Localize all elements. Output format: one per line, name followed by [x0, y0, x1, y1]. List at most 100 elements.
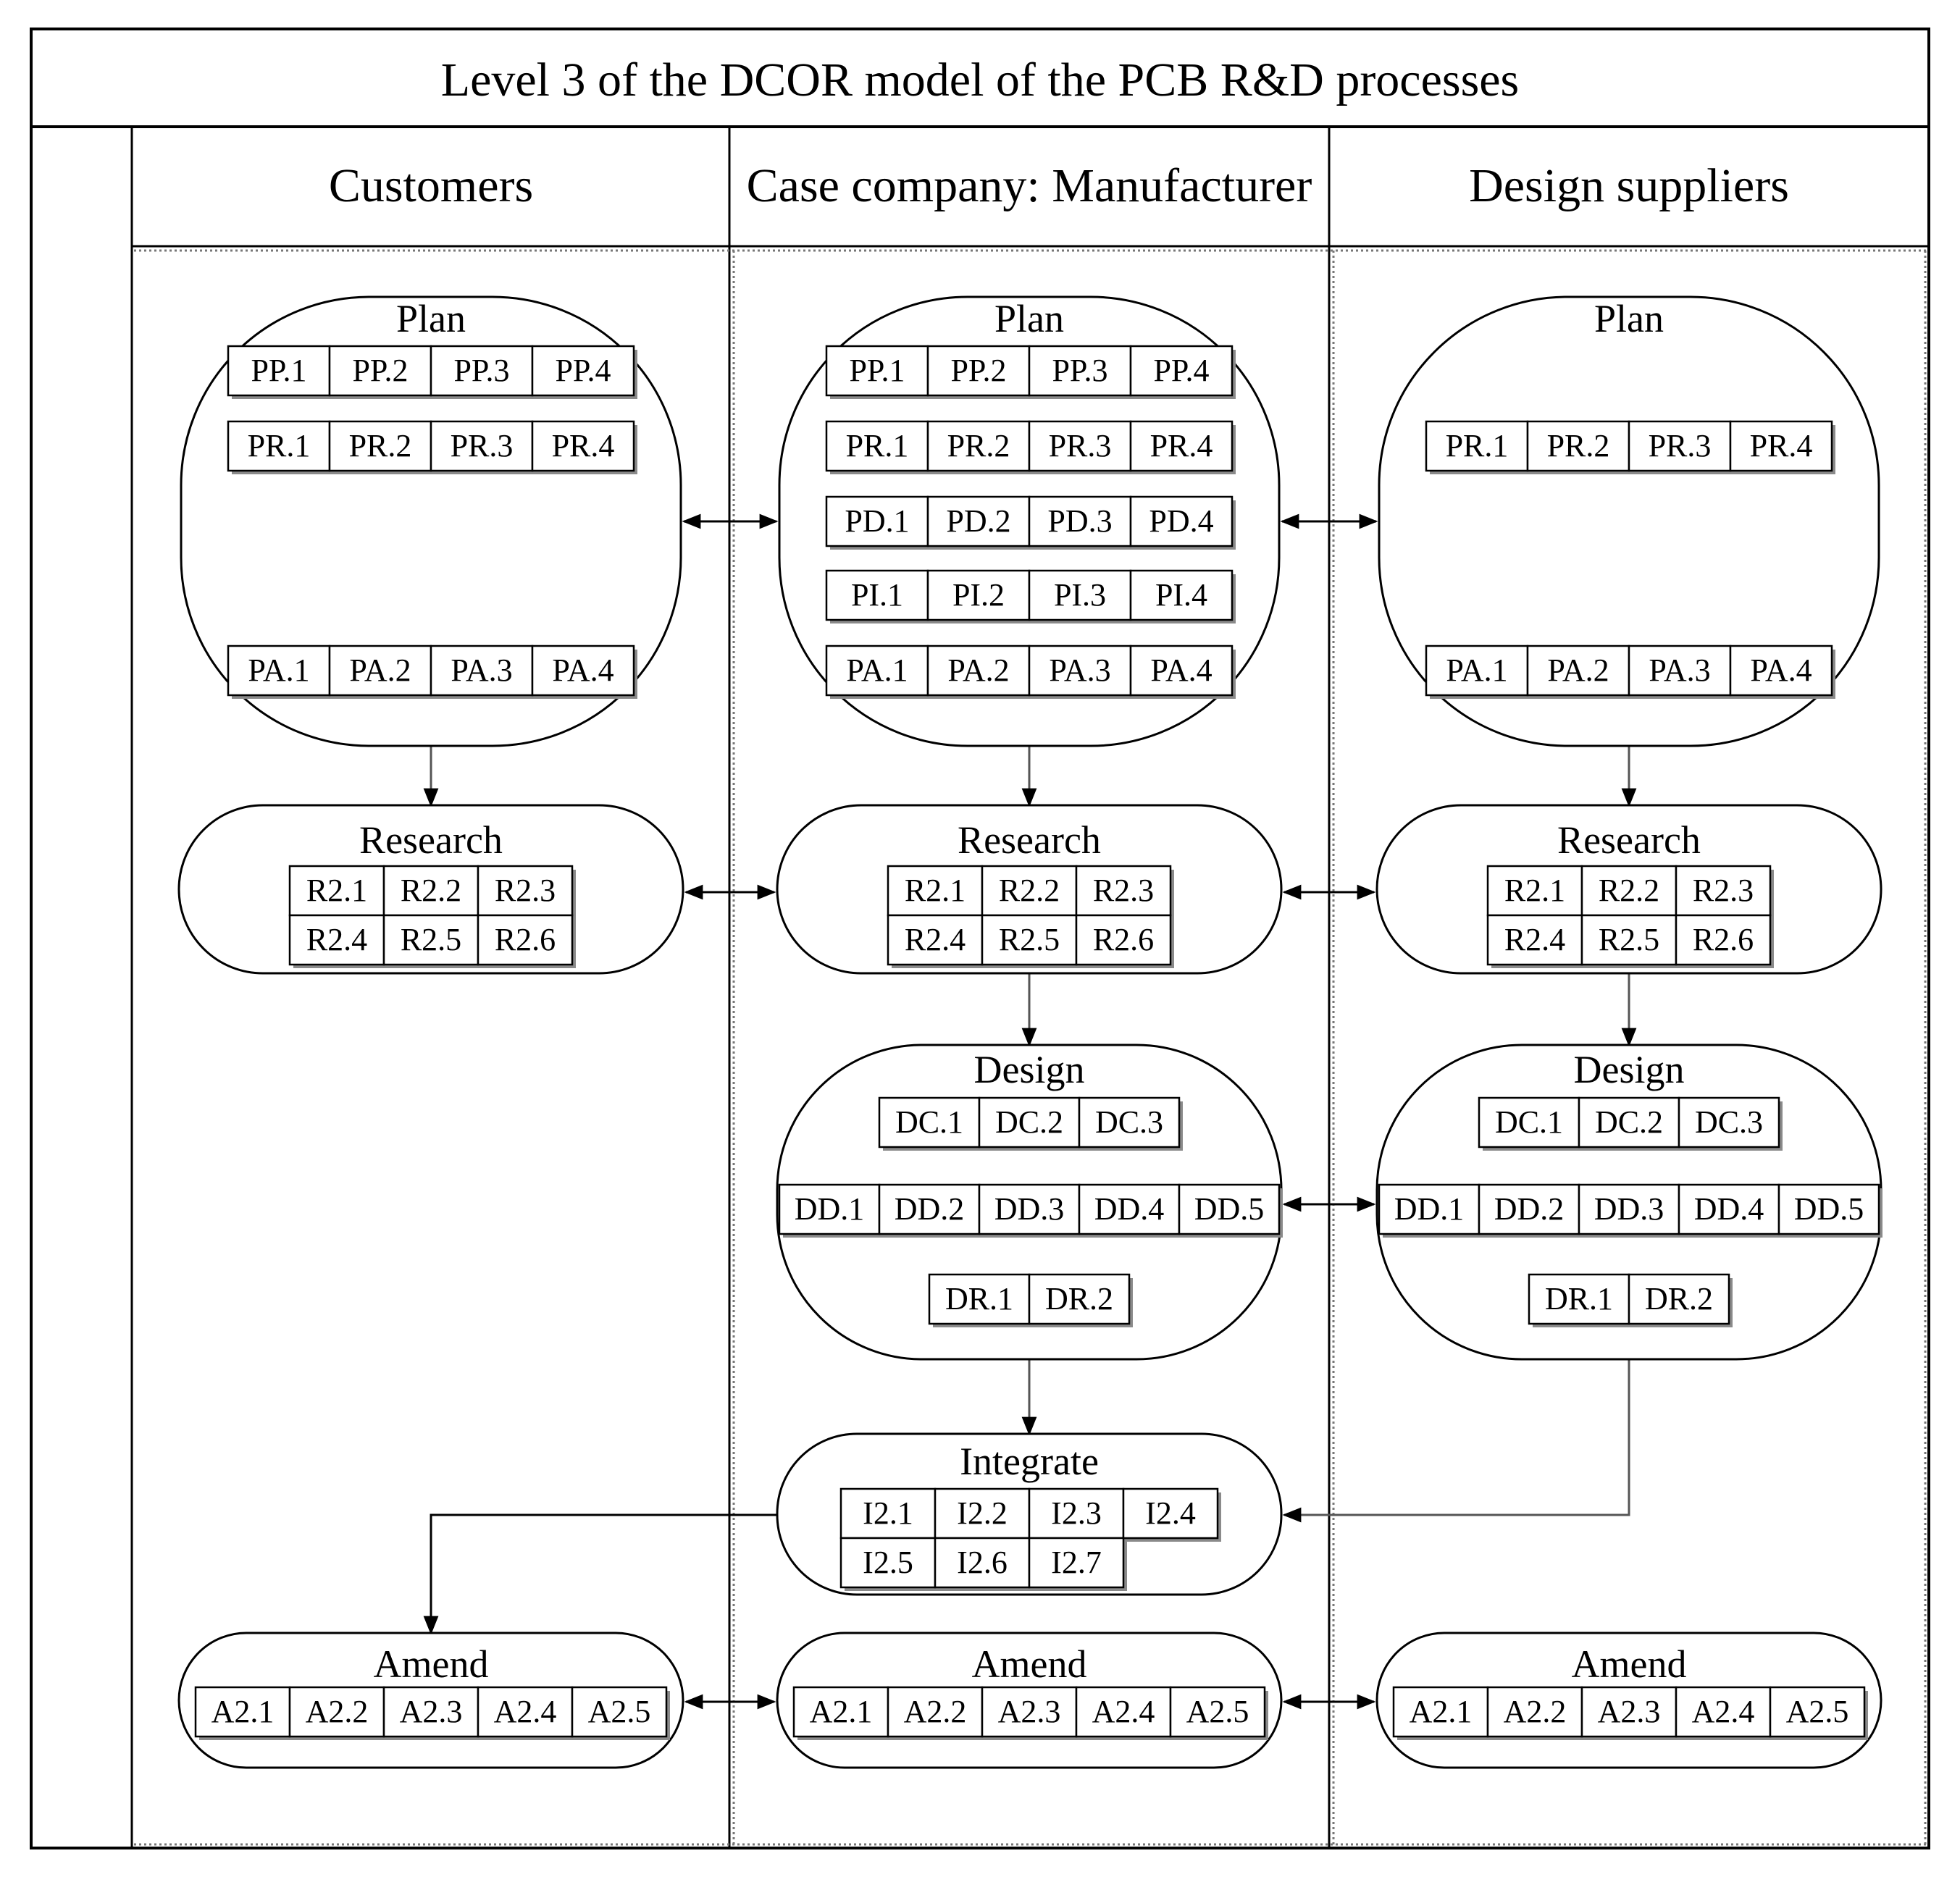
activity-cell — [1178, 1183, 1281, 1235]
activity-cell — [477, 865, 574, 917]
activity-code: DD.4 — [1694, 1191, 1764, 1227]
activity-cell — [981, 914, 1078, 966]
activity-cell — [1129, 644, 1234, 697]
activity-cell — [1028, 345, 1132, 397]
activity-cell — [1675, 914, 1772, 966]
lane-header-customers: Customers — [329, 159, 533, 212]
activity-code: A2.3 — [1598, 1694, 1661, 1729]
stage-label: Integrate — [960, 1440, 1099, 1483]
activity-cell — [1526, 420, 1630, 472]
activity-cell — [1675, 865, 1772, 917]
activity-code: A2.2 — [1504, 1694, 1567, 1729]
activity-cell — [328, 345, 432, 397]
activity-cell — [934, 1487, 1031, 1540]
activity-code: DR.2 — [1045, 1281, 1113, 1317]
activity-code: PP.1 — [849, 353, 905, 388]
activity-code: R2.6 — [495, 922, 556, 957]
activity-code: PR.1 — [248, 428, 311, 463]
activity-code: PR.3 — [451, 428, 514, 463]
activity-code: DD.2 — [1494, 1191, 1565, 1227]
activity-cell — [1075, 914, 1172, 966]
activity-code: PA.1 — [248, 652, 309, 688]
activity-cell — [1028, 495, 1132, 547]
activity-code: R2.5 — [1599, 922, 1659, 957]
activity-cell — [1769, 1686, 1866, 1738]
activity-cell — [878, 1183, 981, 1235]
activity-code: PP.3 — [1052, 353, 1107, 388]
activity-code: A2.1 — [1410, 1694, 1473, 1729]
activity-code: I2.6 — [957, 1545, 1008, 1580]
activity-cell — [1028, 1537, 1125, 1589]
stage-label: Amend — [972, 1642, 1087, 1686]
activity-code: PA.3 — [451, 652, 512, 688]
activity-code: A2.3 — [400, 1694, 463, 1729]
activity-code: PI.1 — [851, 577, 903, 613]
activity-code: DR.1 — [945, 1281, 1013, 1317]
activity-cell — [1028, 1273, 1131, 1325]
stage-label: Plan — [994, 297, 1064, 340]
activity-cell — [1486, 1686, 1583, 1738]
activity-code: PR.2 — [947, 428, 1010, 463]
activity-code: A2.1 — [810, 1694, 873, 1729]
activity-cell — [1729, 644, 1833, 697]
activity-code: PD.4 — [1149, 503, 1213, 539]
activity-code: A2.4 — [1092, 1694, 1155, 1729]
activity-cell — [1028, 420, 1132, 472]
activity-cell — [430, 345, 534, 397]
activity-code: DD.4 — [1094, 1191, 1165, 1227]
activity-code: PR.2 — [1547, 428, 1610, 463]
activity-cell — [1578, 1096, 1680, 1149]
activity-cell — [887, 1686, 984, 1738]
lane-header-design-suppliers: Design suppliers — [1469, 159, 1789, 212]
activity-cell — [1129, 495, 1234, 547]
activity-code: DD.5 — [1194, 1191, 1265, 1227]
activity-cell — [531, 420, 635, 472]
activity-code: PP.2 — [950, 353, 1006, 388]
activity-code: PR.4 — [1150, 428, 1213, 463]
activity-code: I2.2 — [957, 1495, 1008, 1531]
activity-code: DD.2 — [895, 1191, 965, 1227]
activity-cell — [1580, 914, 1678, 966]
activity-cell — [928, 1273, 1031, 1325]
activity-cell — [926, 345, 1031, 397]
activity-code: PA.4 — [1150, 652, 1212, 688]
activity-cell — [328, 644, 432, 697]
stage-label: Design — [974, 1048, 1085, 1091]
activity-code: PP.4 — [1153, 353, 1209, 388]
stage-label: Amend — [374, 1642, 489, 1686]
activity-code: PR.4 — [552, 428, 615, 463]
activity-cell — [1478, 1183, 1580, 1235]
activity-code: A2.1 — [212, 1694, 275, 1729]
activity-code: DC.1 — [1495, 1104, 1563, 1140]
activity-cell — [1478, 1096, 1580, 1149]
activity-cell — [1129, 420, 1234, 472]
activity-cell — [1580, 865, 1678, 917]
activity-cell — [1777, 1183, 1880, 1235]
stage-label: Research — [1557, 818, 1701, 862]
activity-code: A2.2 — [306, 1694, 369, 1729]
activity-code: PP.4 — [555, 353, 611, 388]
activity-code: PA.4 — [552, 652, 613, 688]
activity-code: PA.2 — [947, 652, 1009, 688]
activity-code: PD.2 — [946, 503, 1010, 539]
activity-code: R2.2 — [999, 873, 1060, 908]
activity-code: PD.3 — [1047, 503, 1112, 539]
activity-code: I2.5 — [863, 1545, 913, 1580]
activity-cell — [1678, 1183, 1780, 1235]
activity-code: PD.1 — [845, 503, 909, 539]
activity-code: PA.2 — [1547, 652, 1609, 688]
activity-code: DD.3 — [1594, 1191, 1664, 1227]
activity-cell — [571, 1686, 668, 1738]
activity-code: PA.3 — [1049, 652, 1110, 688]
activity-code: R2.5 — [999, 922, 1060, 957]
activity-code: PA.2 — [349, 652, 411, 688]
activity-code: PR.1 — [846, 428, 909, 463]
activity-code: I2.4 — [1145, 1495, 1196, 1531]
activity-code: DC.3 — [1695, 1104, 1763, 1140]
activity-cell — [477, 914, 574, 966]
